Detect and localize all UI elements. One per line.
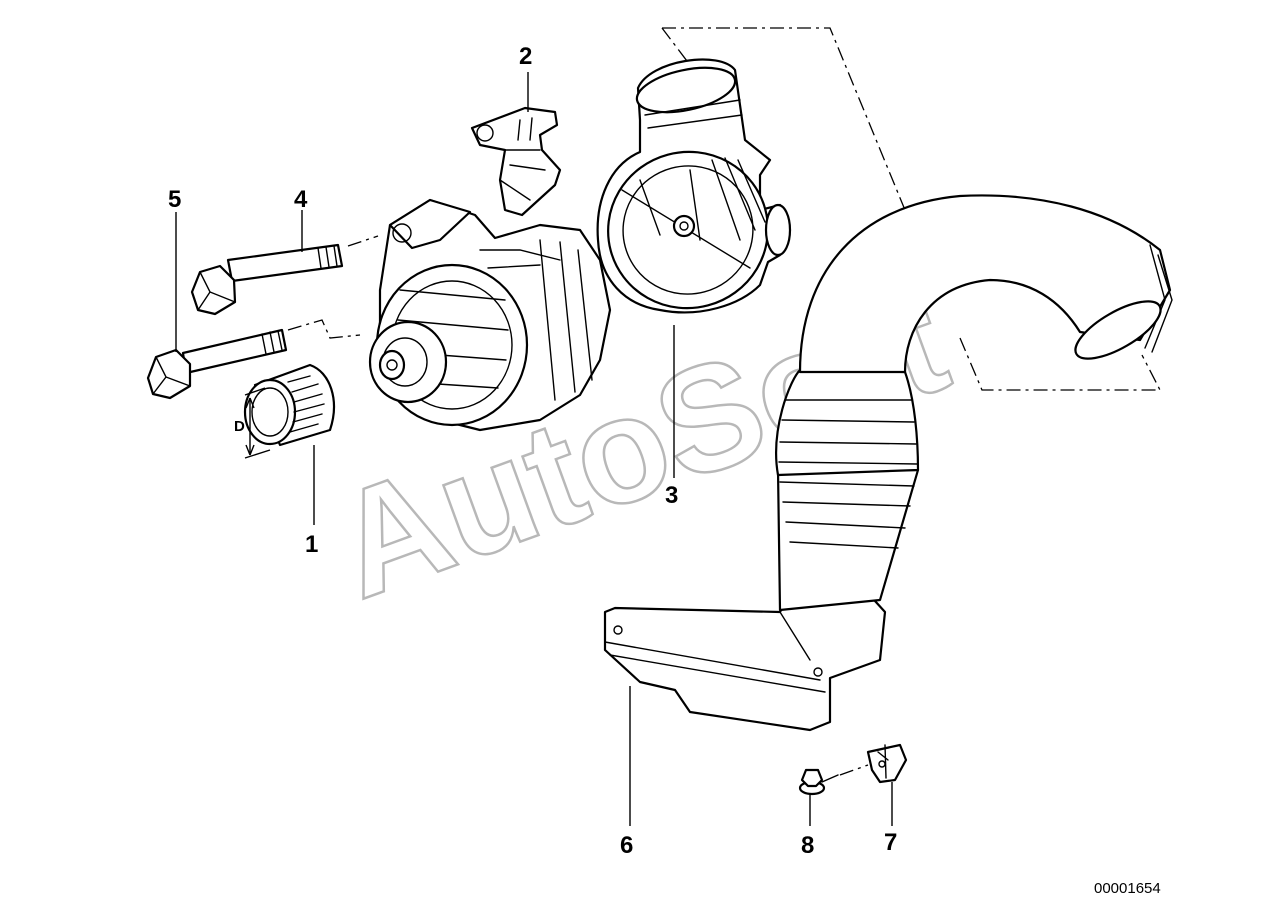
pulley-drawing [243,363,335,459]
bolt-long-drawing [190,243,344,316]
drawing-number: 00001654 [1094,880,1161,897]
clip-nut-drawing [839,743,908,784]
dimension-label: D [234,418,245,435]
part-label-6: 6 [620,832,633,859]
assembly-reference-line [959,337,1162,391]
part-label-5: 5 [168,186,181,213]
part-label-8: 8 [801,832,814,859]
part-label-3: 3 [665,482,678,509]
part-label-1: 1 [305,531,318,558]
bolt-axis-line [347,235,379,247]
alternator-drawing [368,198,612,432]
bolt-drawing [146,328,288,400]
air-duct-drawing [603,194,1173,732]
bolt-axis-line [287,319,361,339]
assembly-reference-line [661,27,906,211]
part-label-7: 7 [884,829,897,856]
screw-drawing [798,768,839,796]
regulator-drawing [470,106,562,217]
fan-cowl-drawing [596,58,792,314]
part-label-2: 2 [519,43,532,70]
part-label-4: 4 [294,186,308,213]
